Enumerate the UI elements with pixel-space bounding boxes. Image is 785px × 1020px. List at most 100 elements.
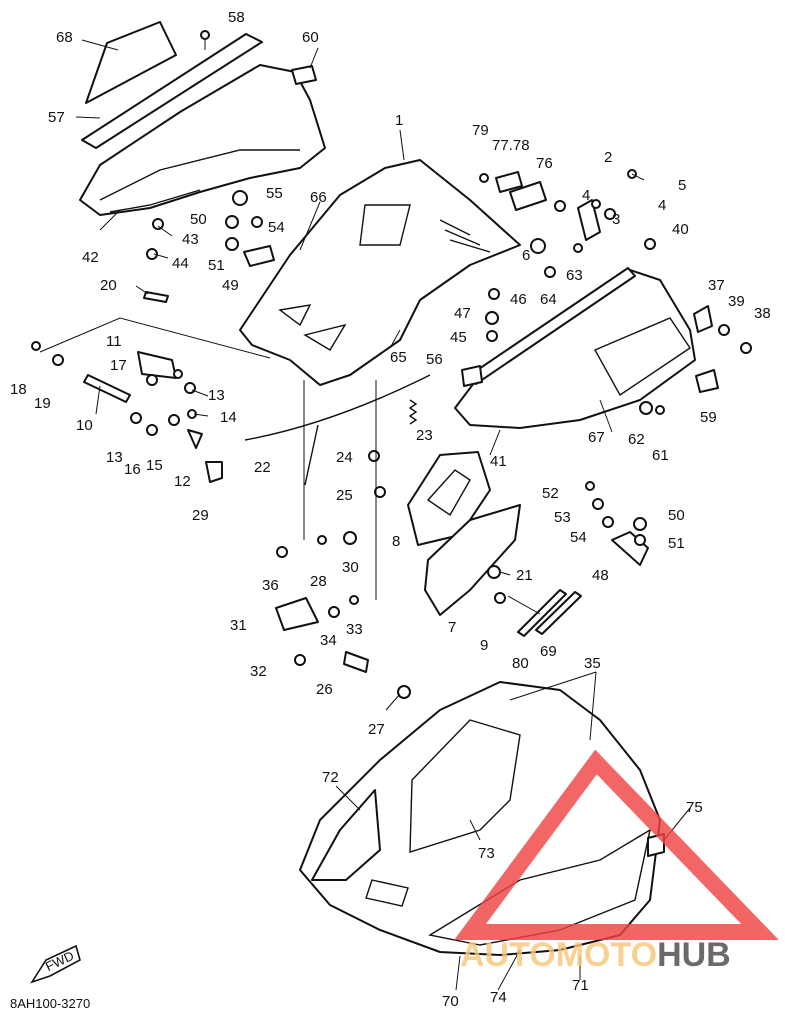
callout-label: 7: [448, 619, 456, 636]
callout-label: 29: [192, 507, 209, 524]
callout-label: 34: [320, 632, 337, 649]
callout-label: 27: [368, 721, 385, 738]
callout-label: 64: [540, 291, 557, 308]
callout-label: 62: [628, 431, 645, 448]
callout-label: 70: [442, 993, 459, 1010]
callout-label: 30: [342, 559, 359, 576]
watermark-word-a: AUTOMOTOHUB: [460, 936, 731, 974]
part-block-37: [693, 305, 713, 333]
part-bracket-2: [577, 199, 601, 241]
part-knob: [187, 429, 203, 449]
callout-label: 15: [146, 457, 163, 474]
callout-label: 57: [48, 109, 65, 126]
callout-label: 51: [668, 535, 685, 552]
part-inner-panel: [407, 451, 491, 546]
callout-label: 51: [208, 257, 225, 274]
fwd-arrow-icon: FWD: [30, 944, 81, 984]
callout-label: 24: [336, 449, 353, 466]
callout-label: 39: [728, 293, 745, 310]
callout-label: 53: [554, 509, 571, 526]
callout-label: 76: [536, 155, 553, 172]
part-lower-panel: [424, 504, 521, 616]
callout-label: 36: [262, 577, 279, 594]
part-strip-80: [517, 589, 567, 637]
callout-label: 44: [172, 255, 189, 272]
callout-label: 58: [228, 9, 245, 26]
callout-label: 41: [490, 453, 507, 470]
callout-label: 74: [490, 989, 507, 1006]
part-clip-60: [291, 65, 317, 85]
callout-label: 37: [708, 277, 725, 294]
part-pad-77: [495, 171, 523, 193]
callout-label: 43: [182, 231, 199, 248]
callout-label: 77.78: [492, 137, 530, 154]
callout-label: 4: [582, 187, 590, 204]
callout-label: 56: [426, 351, 443, 368]
callout-label: 3: [612, 211, 620, 228]
part-side-panel-72: [311, 789, 381, 881]
callout-label: 66: [310, 189, 327, 206]
callout-label: 69: [540, 643, 557, 660]
callout-label: 12: [174, 473, 191, 490]
callout-label: 68: [56, 29, 73, 46]
callout-label: 48: [592, 567, 609, 584]
callout-label: 8: [392, 533, 400, 550]
callout-label: 46: [510, 291, 527, 308]
callout-label: 23: [416, 427, 433, 444]
callout-label: 73: [478, 845, 495, 862]
callout-label: 17: [110, 357, 127, 374]
part-hinge-49: [243, 245, 275, 267]
callout-label: 21: [516, 567, 533, 584]
callout-label: 26: [316, 681, 333, 698]
callout-label: 2: [604, 149, 612, 166]
callout-label: 14: [220, 409, 237, 426]
part-strip-69: [535, 591, 582, 635]
callout-label: 52: [542, 485, 559, 502]
callout-label: 55: [266, 185, 283, 202]
callout-label: 35: [584, 655, 601, 672]
diagram-code: 8AH100-3270: [10, 996, 90, 1011]
callout-label: 65: [390, 349, 407, 366]
callout-label: 25: [336, 487, 353, 504]
callout-label: 10: [76, 417, 93, 434]
part-clip-29: [205, 461, 223, 483]
callout-label: 50: [668, 507, 685, 524]
callout-label: 40: [672, 221, 689, 238]
callout-label: 16: [124, 461, 141, 478]
callout-label: 63: [566, 267, 583, 284]
part-upper-cowl: [79, 64, 326, 216]
callout-label: 45: [450, 329, 467, 346]
part-latch-bracket: [137, 351, 177, 379]
callout-label: 61: [652, 447, 669, 464]
callout-label: 20: [100, 277, 117, 294]
callout-label: 9: [480, 637, 488, 654]
callout-label: 28: [310, 573, 327, 590]
part-hinge-plate: [275, 597, 319, 631]
callout-label: 13: [208, 387, 225, 404]
callout-label: 32: [250, 663, 267, 680]
callout-label: 38: [754, 305, 771, 322]
part-drawings: [31, 21, 752, 956]
callout-label: 67: [588, 429, 605, 446]
callout-label: 60: [302, 29, 319, 46]
callout-label: 71: [572, 977, 589, 994]
part-spring: [408, 399, 418, 425]
callout-label: 33: [346, 621, 363, 638]
part-callouts: 68 58 60 57 1 79 77.78 76 66 55 50 54 42…: [10, 9, 771, 1010]
callout-label: 4: [658, 197, 666, 214]
callout-label: 50: [190, 211, 207, 228]
callout-label: 5: [678, 177, 686, 194]
callout-label: 31: [230, 617, 247, 634]
leader-lines: [39, 39, 691, 991]
part-top-strip: [81, 33, 263, 149]
part-pin-20: [143, 291, 169, 303]
callout-label: 59: [700, 409, 717, 426]
callout-label: 11: [106, 333, 122, 350]
callout-label: 19: [34, 395, 51, 412]
callout-label: 1: [395, 112, 403, 129]
part-hood-cable: [244, 374, 431, 486]
hardware-fasteners: [31, 30, 752, 699]
callout-label: 79: [472, 122, 489, 139]
part-block-59: [695, 369, 719, 393]
callout-label: 72: [322, 769, 339, 786]
